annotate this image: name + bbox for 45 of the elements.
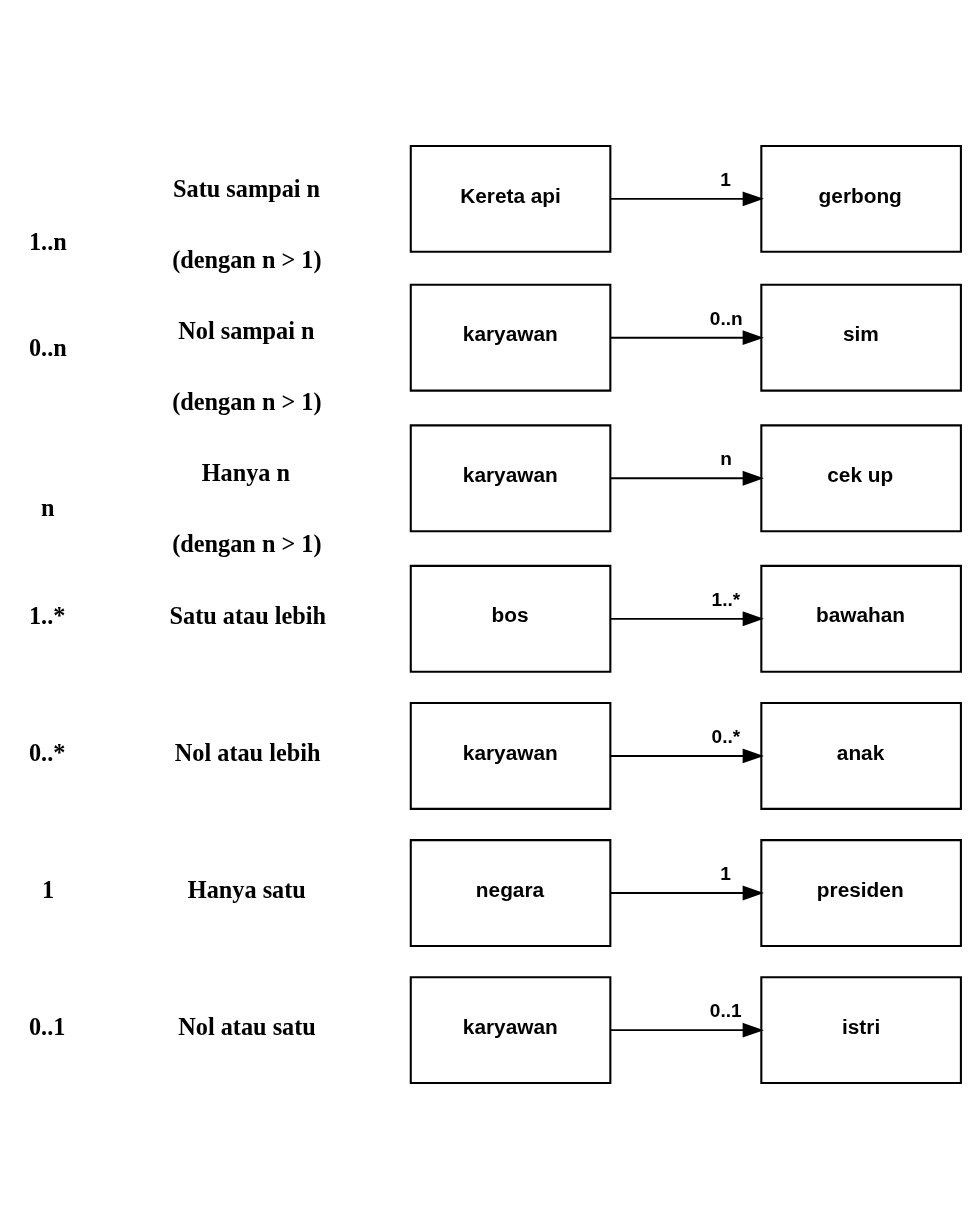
label: 0..n (28, 334, 67, 362)
label: n (41, 493, 55, 521)
label: 1 (42, 875, 55, 903)
label: Nol atau lebih (174, 738, 321, 766)
label: Hanya n (201, 459, 291, 487)
node-box: Kereta api (409, 144, 612, 253)
node-box: karyawan (409, 424, 612, 533)
edge-label: 0..n (709, 307, 743, 329)
edge-label: 1 (720, 863, 731, 885)
node-box: bawahan (760, 564, 962, 673)
label: Satu atau lebih (169, 601, 327, 629)
node-box: istri (760, 976, 962, 1085)
arrow (609, 470, 764, 486)
label: (dengan n > 1) (172, 388, 322, 416)
node-box: gerbong (760, 144, 962, 253)
label: 1..n (28, 228, 67, 256)
arrow (609, 748, 764, 764)
node-box: cek up (760, 424, 962, 533)
node-box: anak (760, 701, 962, 810)
node-box: karyawan (409, 976, 612, 1085)
label: 0..1 (28, 1012, 66, 1040)
label: Nol atau satu (178, 1012, 316, 1040)
edge-label: n (720, 448, 732, 470)
arrow (609, 885, 764, 901)
arrow (609, 611, 764, 627)
edge-label: 1 (720, 168, 731, 190)
node-box: karyawan (409, 701, 612, 810)
arrow (609, 191, 764, 207)
arrow (609, 330, 764, 346)
label: Nol sampai n (178, 316, 315, 344)
node-box: presiden (760, 839, 962, 947)
label: Satu sampai n (173, 174, 321, 202)
label: 0..* (28, 738, 66, 766)
arrow (609, 1022, 764, 1038)
node-box: karyawan (409, 283, 612, 392)
node-box: sim (760, 283, 962, 392)
label: (dengan n > 1) (172, 245, 322, 273)
node-box: negara (409, 839, 612, 947)
label: 1..* (28, 601, 66, 629)
node-box: bos (409, 564, 612, 673)
edge-label: 1..* (711, 588, 741, 610)
edge-label: 0..* (711, 725, 741, 747)
label: (dengan n > 1) (172, 530, 322, 558)
label: Hanya satu (187, 875, 306, 903)
edge-label: 0..1 (709, 1000, 742, 1022)
